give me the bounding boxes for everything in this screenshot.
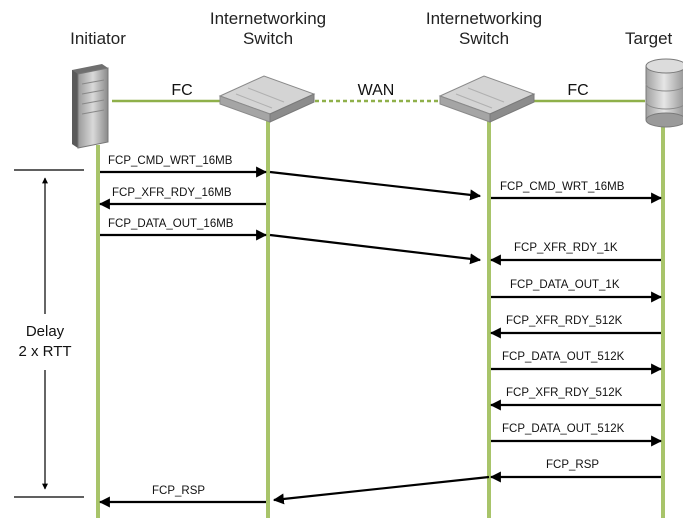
message-label: FCP_RSP <box>546 459 599 471</box>
server-icon <box>72 64 109 149</box>
target-header: Target <box>625 29 673 48</box>
arrow-rsp-wan <box>272 475 490 505</box>
switch-left-header-line1: Internetworking <box>210 9 326 28</box>
message-label: FCP_XFR_RDY_1K <box>514 242 618 254</box>
wan-link-label: WAN <box>358 82 395 99</box>
switch-left-header-line2: Switch <box>243 29 293 48</box>
switch-left-icon <box>218 75 316 123</box>
switch-right-header-line1: Internetworking <box>426 9 542 28</box>
message-label: FCP_DATA_OUT_512K <box>502 423 625 435</box>
arrow-data-out-16mb-wan <box>269 233 482 265</box>
delay-label-line2: 2 x RTT <box>18 343 71 360</box>
message-label: FCP_CMD_WRT_16MB <box>500 181 625 193</box>
fc-link-right-label: FC <box>567 82 588 99</box>
delay-label-line1: Delay <box>26 323 65 340</box>
message-label: FCP_DATA_OUT_16MB <box>108 218 234 230</box>
storage-cylinder-icon <box>645 58 683 128</box>
message-label: FCP_RSP <box>152 485 205 497</box>
message-label: FCP_XFR_RDY_512K <box>506 315 623 327</box>
arrow-cmd-wrt-16mb-wan <box>269 170 482 201</box>
message-arrows <box>98 166 663 508</box>
message-label: FCP_DATA_OUT_512K <box>502 351 625 363</box>
message-label: FCP_CMD_WRT_16MB <box>108 155 233 167</box>
message-label: FCP_DATA_OUT_1K <box>510 279 620 291</box>
message-label: FCP_XFR_RDY_16MB <box>112 187 232 199</box>
switch-right-icon <box>438 75 536 123</box>
message-label: FCP_XFR_RDY_512K <box>506 387 623 399</box>
initiator-header: Initiator <box>70 29 126 48</box>
fc-link-left-label: FC <box>171 82 192 99</box>
switch-right-header-line2: Switch <box>459 29 509 48</box>
